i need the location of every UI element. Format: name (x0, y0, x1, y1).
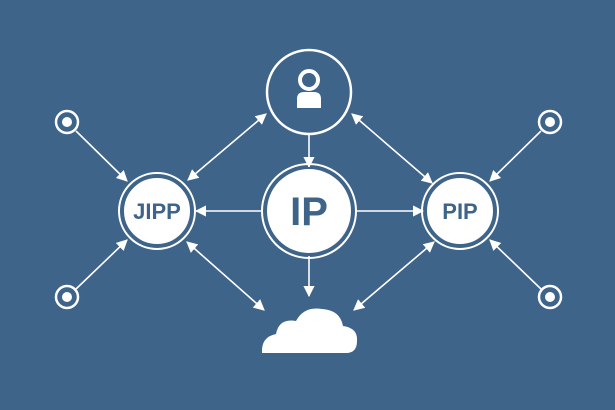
node-left-label: JIPP (133, 199, 181, 224)
connector-right-bottom (353, 241, 435, 311)
node-bottom (261, 308, 358, 353)
connector-endpoint-tr (489, 130, 542, 182)
endpoint-br (537, 284, 563, 310)
person-icon (297, 69, 321, 108)
endpoint-tl (54, 109, 80, 135)
connector-endpoint-bl (75, 239, 128, 290)
connector-left-bottom (186, 241, 265, 311)
node-right-label: PIP (442, 199, 477, 224)
connector-top-left (187, 113, 267, 181)
endpoint-ring-icon (54, 109, 80, 135)
node-right: PIP (421, 172, 499, 250)
connectors (75, 113, 542, 311)
connector-top-right (351, 113, 433, 184)
node-top (265, 48, 353, 136)
cloud-icon (261, 308, 358, 353)
node-center-label: IP (290, 190, 328, 234)
connector-endpoint-tl (75, 130, 128, 182)
endpoint-tr (537, 109, 563, 135)
endpoint-ring-icon (54, 284, 80, 310)
node-center: IP (261, 163, 357, 259)
node-left: JIPP (118, 172, 196, 250)
connector-endpoint-br (489, 239, 542, 290)
endpoint-bl (54, 284, 80, 310)
endpoint-ring-icon (537, 284, 563, 310)
endpoint-ring-icon (537, 109, 563, 135)
